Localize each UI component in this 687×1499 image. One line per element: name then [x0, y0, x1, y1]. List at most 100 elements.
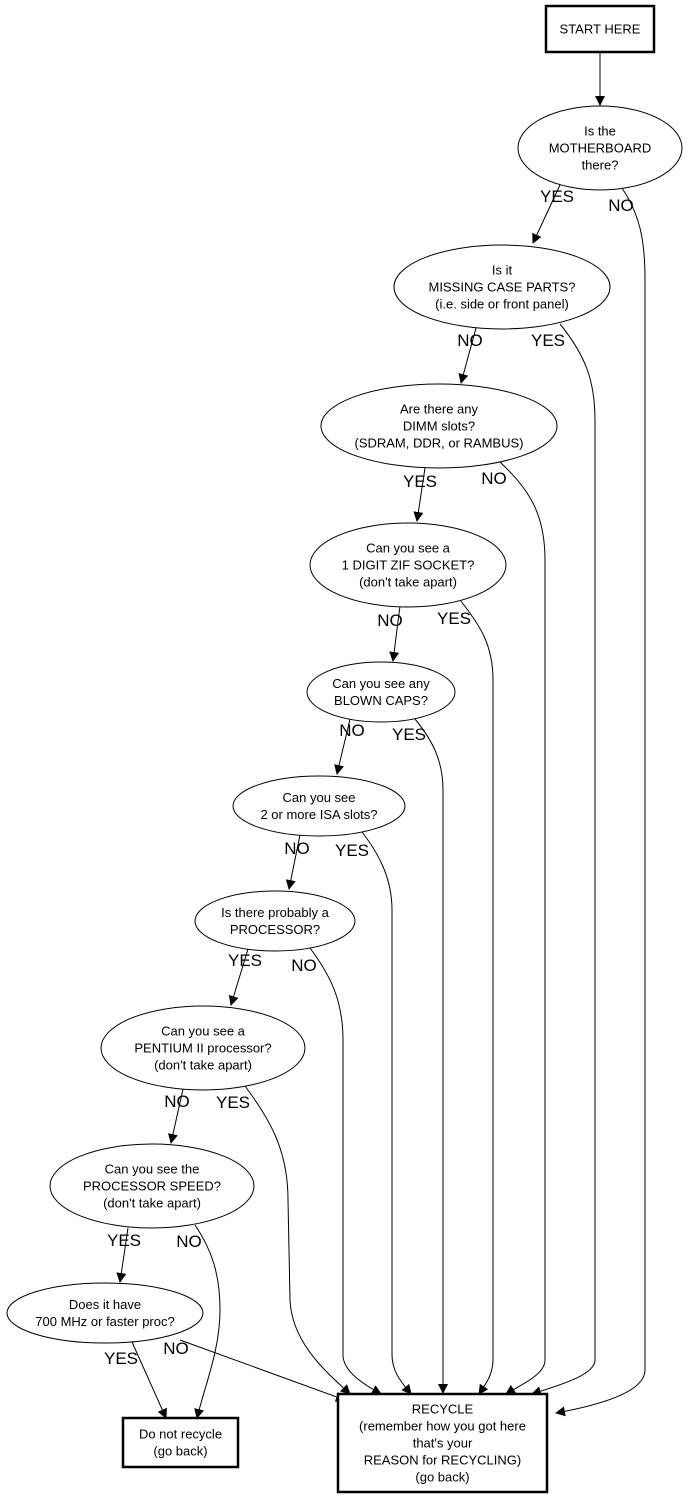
node-mhz: Does it have 700 MHz or faster proc?	[6, 1282, 204, 1344]
node-text-line: RECYCLE	[412, 1402, 474, 1417]
edge-label-no: NO	[164, 1092, 190, 1111]
decision-ellipse	[194, 890, 356, 952]
edge-label-yes: YES	[228, 951, 262, 970]
node-text-line: (SDRAM, DDR, or RAMBUS)	[354, 436, 523, 451]
edge-label-no: NO	[481, 469, 507, 488]
node-text-line: Does it have	[69, 1297, 141, 1312]
node-text-line: Can you see a	[161, 1024, 246, 1039]
edge-pentium-to-speed	[168, 1088, 184, 1144]
node-text-line: Are there any	[400, 402, 479, 417]
edge-isa-to-processor	[285, 834, 301, 890]
node-text-line: PENTIUM II processor?	[134, 1041, 271, 1056]
node-text-line: Can you see any	[332, 676, 430, 691]
node-text-line: START HERE	[560, 22, 641, 37]
node-text-line: 2 or more ISA slots?	[260, 807, 377, 822]
node-text-line: (go back)	[153, 1444, 207, 1459]
node-text-line: Do not recycle	[139, 1427, 222, 1442]
edge-label-no: NO	[457, 331, 483, 350]
edge-label-yes: YES	[216, 1093, 250, 1112]
decision-ellipse	[393, 244, 611, 330]
edge-zif-to-caps	[389, 605, 401, 662]
node-text-line: MOTHERBOARD	[549, 141, 652, 156]
edge-zif-to-recycle	[459, 599, 494, 1395]
decision-ellipse	[6, 1282, 204, 1344]
decision-ellipse	[309, 522, 507, 608]
decision-ellipse	[320, 383, 558, 469]
edge-label-no: NO	[284, 839, 310, 858]
node-text-line: PROCESSOR?	[230, 922, 320, 937]
node-text-line: (don't take apart)	[103, 1196, 201, 1211]
edge-case_parts-to-dimm	[458, 327, 477, 384]
edge-motherboard-to-case_parts	[532, 184, 561, 244]
terminal-box	[544, 4, 656, 54]
node-text-line: Can you see the	[105, 1162, 200, 1177]
node-start: START HERE	[544, 4, 656, 54]
edge-motherboard-to-recycle	[555, 187, 646, 1417]
edge-speed-to-mhz	[116, 1227, 129, 1283]
edge-mhz-to-recycle	[179, 1339, 346, 1402]
edge-speed-to-do_not_recycle	[194, 1224, 221, 1419]
node-text-line: Is it	[492, 263, 513, 278]
decision-ellipse	[306, 661, 456, 723]
edge-mhz-to-do_not_recycle	[131, 1341, 167, 1419]
node-text-line: Can you see	[283, 790, 356, 805]
edge-label-no: NO	[339, 721, 365, 740]
node-text-line: (i.e. side or front panel)	[435, 297, 569, 312]
node-text-line: (don't take apart)	[359, 575, 457, 590]
node-text-line: DIMM slots?	[403, 419, 475, 434]
edge-label-yes: YES	[392, 725, 426, 744]
edge-pentium-to-recycle	[244, 1085, 351, 1395]
node-text-line: (don't take apart)	[154, 1058, 252, 1073]
node-text-line: (remember how you got here	[359, 1419, 526, 1434]
node-text-line: Can you see a	[366, 541, 451, 556]
node-recycle: RECYCLE (remember how you got here that's …	[336, 1392, 549, 1494]
edge-label-yes: YES	[107, 1231, 141, 1250]
edge-label-yes: YES	[403, 472, 437, 491]
edge-processor-to-pentium	[228, 948, 249, 1006]
decision-ellipse	[49, 1143, 255, 1229]
node-text-line: Is there probably a	[221, 905, 329, 920]
edge-label-yes: YES	[104, 1349, 138, 1368]
node-text-line: BLOWN CAPS?	[334, 693, 428, 708]
edge-label-no: NO	[608, 196, 634, 215]
edge-label-no: NO	[163, 1339, 189, 1358]
edge-label-no: NO	[291, 956, 317, 975]
node-text-line: 700 MHz or faster proc?	[35, 1314, 174, 1329]
node-isa: Can you see 2 or more ISA slots?	[232, 775, 406, 837]
node-text-line: MISSING CASE PARTS?	[429, 280, 576, 295]
node-zif: Can you see a 1 DIGIT ZIF SOCKET? (don't t…	[309, 522, 507, 608]
edge-label-yes: YES	[335, 841, 369, 860]
node-text-line: Is the	[584, 124, 616, 139]
edge-label-yes: YES	[531, 331, 565, 350]
node-text-line: there?	[582, 158, 619, 173]
decision-ellipse	[232, 775, 406, 837]
edge-label-no: NO	[176, 1232, 202, 1251]
node-text-line: that's your	[413, 1436, 473, 1451]
node-processor: Is there probably a PROCESSOR?	[194, 890, 356, 952]
edge-caps-to-recycle	[414, 718, 448, 1394]
decision-ellipse	[100, 1005, 306, 1091]
edge-processor-to-recycle	[309, 947, 382, 1395]
node-text-line: 1 DIGIT ZIF SOCKET?	[342, 558, 475, 573]
node-text-line: PROCESSOR SPEED?	[83, 1179, 221, 1194]
edge-label-yes: YES	[540, 187, 574, 206]
edge-case_parts-to-recycle	[531, 323, 596, 1397]
terminal-box	[336, 1392, 549, 1494]
edge-isa-to-recycle	[361, 831, 412, 1395]
edge-label-yes: YES	[437, 609, 471, 628]
node-text-line: REASON for RECYCLING)	[364, 1453, 521, 1468]
edge-caps-to-isa	[334, 718, 351, 775]
edge-dimm-to-zif	[413, 467, 426, 522]
edge-dimm-to-recycle	[499, 461, 546, 1395]
node-pentium: Can you see a PENTIUM II processor? (don't…	[100, 1005, 306, 1091]
node-case-parts: Is it MISSING CASE PARTS? (i.e. side or fr…	[393, 244, 611, 330]
node-text-line: (go back)	[415, 1470, 469, 1485]
terminal-box	[121, 1416, 240, 1469]
edge-label-no: NO	[377, 611, 403, 630]
node-do-not-recycle: Do not recycle (go back)	[121, 1416, 240, 1469]
